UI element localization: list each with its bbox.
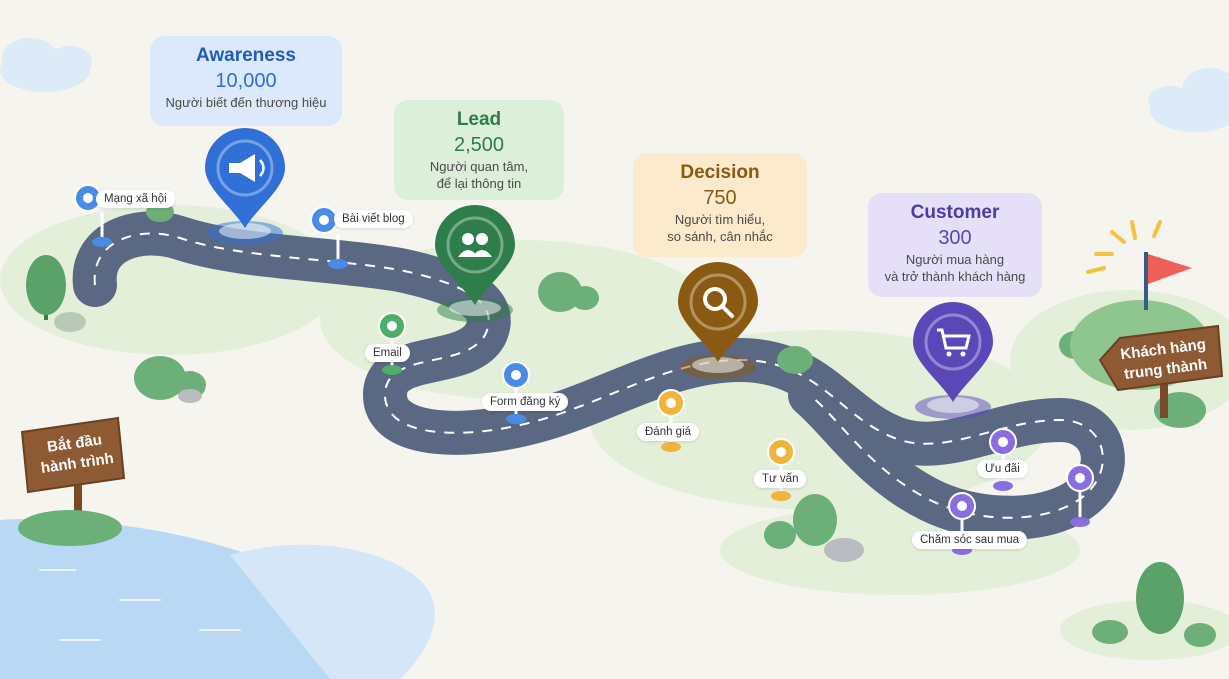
chat-icon (776, 447, 786, 457)
touchpoint-pin (310, 206, 348, 269)
touchpoint-pin (657, 389, 685, 452)
touchpoint-label: Đánh giá (637, 423, 700, 441)
social-group-icon (83, 193, 93, 203)
stage-card-awareness: Awareness 10,000 Người biết đến thương h… (150, 36, 342, 126)
stage-value: 300 (938, 227, 972, 249)
email-icon (387, 321, 397, 331)
stage-title: Lead (456, 109, 502, 130)
form-icon (511, 370, 521, 380)
stage-description: Người biết đến thương hiệu (165, 95, 327, 110)
lake-far (230, 544, 435, 679)
stage-card-lead: Lead 2,500 Người quan tâm, để lại thông … (394, 100, 564, 200)
touchpoint-label: Chăm sóc sau mua (912, 531, 1028, 549)
stage-pin-customer (913, 302, 993, 419)
stage-description: so sánh, cân nhắc (667, 229, 773, 244)
cloud-left (0, 38, 92, 92)
stage-description: và trở thành khách hàng (884, 269, 1026, 284)
touchpoint-pin (378, 312, 406, 375)
users-icon (458, 233, 492, 257)
rock (824, 538, 864, 562)
stage-value: 750 (703, 187, 737, 209)
touchpoint-label: Bài viết blog (334, 210, 413, 228)
touchpoint-label: Ưu đãi (977, 460, 1028, 478)
stage-description: Người tìm hiểu, (674, 212, 766, 227)
heart-icon (998, 437, 1008, 447)
rock (178, 389, 202, 403)
megaphone-icon (229, 154, 265, 182)
start-sign (18, 416, 126, 546)
tree (26, 255, 66, 320)
stage-title: Awareness (196, 45, 296, 66)
cloud-right (1148, 68, 1229, 132)
water-ripples (39, 569, 241, 641)
stage-pin-lead (435, 205, 515, 322)
stage-description: Người mua hàng (905, 252, 1005, 267)
touchpoint-label: Form đăng ký (482, 393, 569, 411)
stage-title: Customer (910, 202, 1000, 223)
touchpoint-pin (1066, 464, 1094, 527)
stage-description: Người quan tâm, (429, 159, 529, 174)
stage-title: Decision (680, 162, 760, 183)
user-icon (1075, 473, 1085, 483)
stage-value: 2,500 (453, 134, 505, 156)
road-dashes (93, 232, 1104, 519)
tree (1136, 562, 1184, 634)
touchpoint-label: Tư vấn (754, 470, 807, 488)
search-icon (703, 287, 734, 318)
stage-card-customer: Customer 300 Người mua hàng và trở thành… (868, 193, 1042, 297)
star-icon (666, 398, 676, 408)
stage-description: để lại thông tin (436, 176, 522, 191)
stage-value: 10,000 (215, 70, 277, 92)
cart-icon (937, 328, 971, 357)
touchpoint-pin (74, 184, 112, 247)
sparkle-icon (1086, 220, 1162, 274)
stage-pin-awareness (205, 128, 285, 245)
touchpoint-label: Email (365, 344, 410, 362)
rock (54, 312, 86, 332)
document-icon (319, 215, 329, 225)
user-support-icon (957, 501, 967, 511)
flag-icon (1148, 254, 1192, 284)
stage-pin-decision (678, 262, 758, 379)
end-sign (1098, 324, 1224, 418)
touchpoint-label: Mạng xã hội (96, 190, 175, 208)
stage-card-decision: Decision 750 Người tìm hiểu, so sánh, câ… (633, 153, 807, 257)
